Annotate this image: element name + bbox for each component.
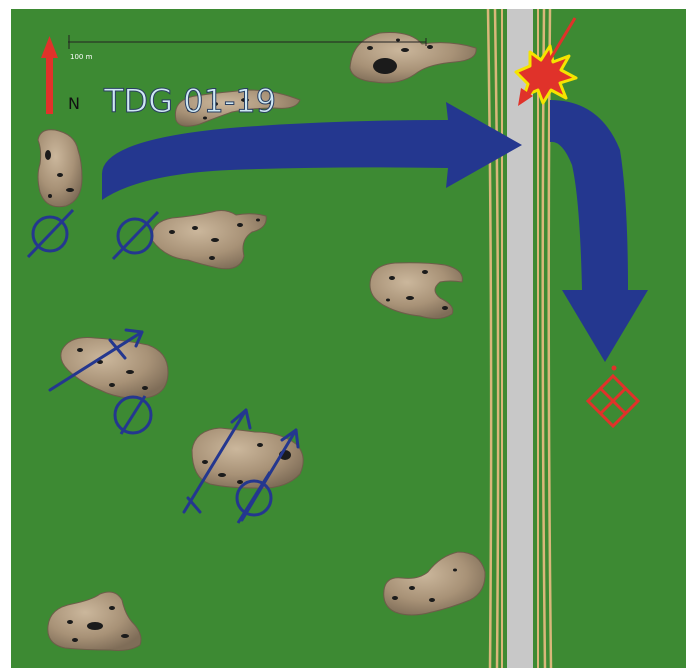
road-edge-line [493,8,500,669]
map-title: TDG 01-19 [103,82,276,120]
road-edge-line [547,8,553,669]
rock-outcrop [47,591,142,651]
north-arrow-head [41,36,58,58]
friendly-unit-icon [26,208,75,259]
advance-arrow-icon [182,408,252,514]
north-arrow [41,36,58,114]
friendly-unit-icon [111,210,160,261]
rock-outcrop [60,337,169,399]
rock-outcrop [37,129,83,208]
enemy-point-icon [611,365,617,371]
road [486,8,553,669]
maneuver-arrow-south [550,100,648,362]
enemy-obstacle-icon [585,373,641,429]
friendly-unit-icon [113,395,153,435]
north-label: N [68,94,80,113]
scale-bar [68,35,427,49]
contact-vector-icon [518,17,577,106]
advance-arrow-icon [240,428,300,522]
north-arrow-shaft [46,54,53,114]
advance-arrows [48,328,300,522]
road-edge-line [486,8,493,669]
rock-outcrop [191,427,304,489]
road-surface [507,9,533,668]
rock-outcrop [383,551,486,616]
maneuver-arrow-east [101,102,522,200]
scale-label: 100 m [70,53,93,61]
advance-arrow-icon [48,328,144,392]
